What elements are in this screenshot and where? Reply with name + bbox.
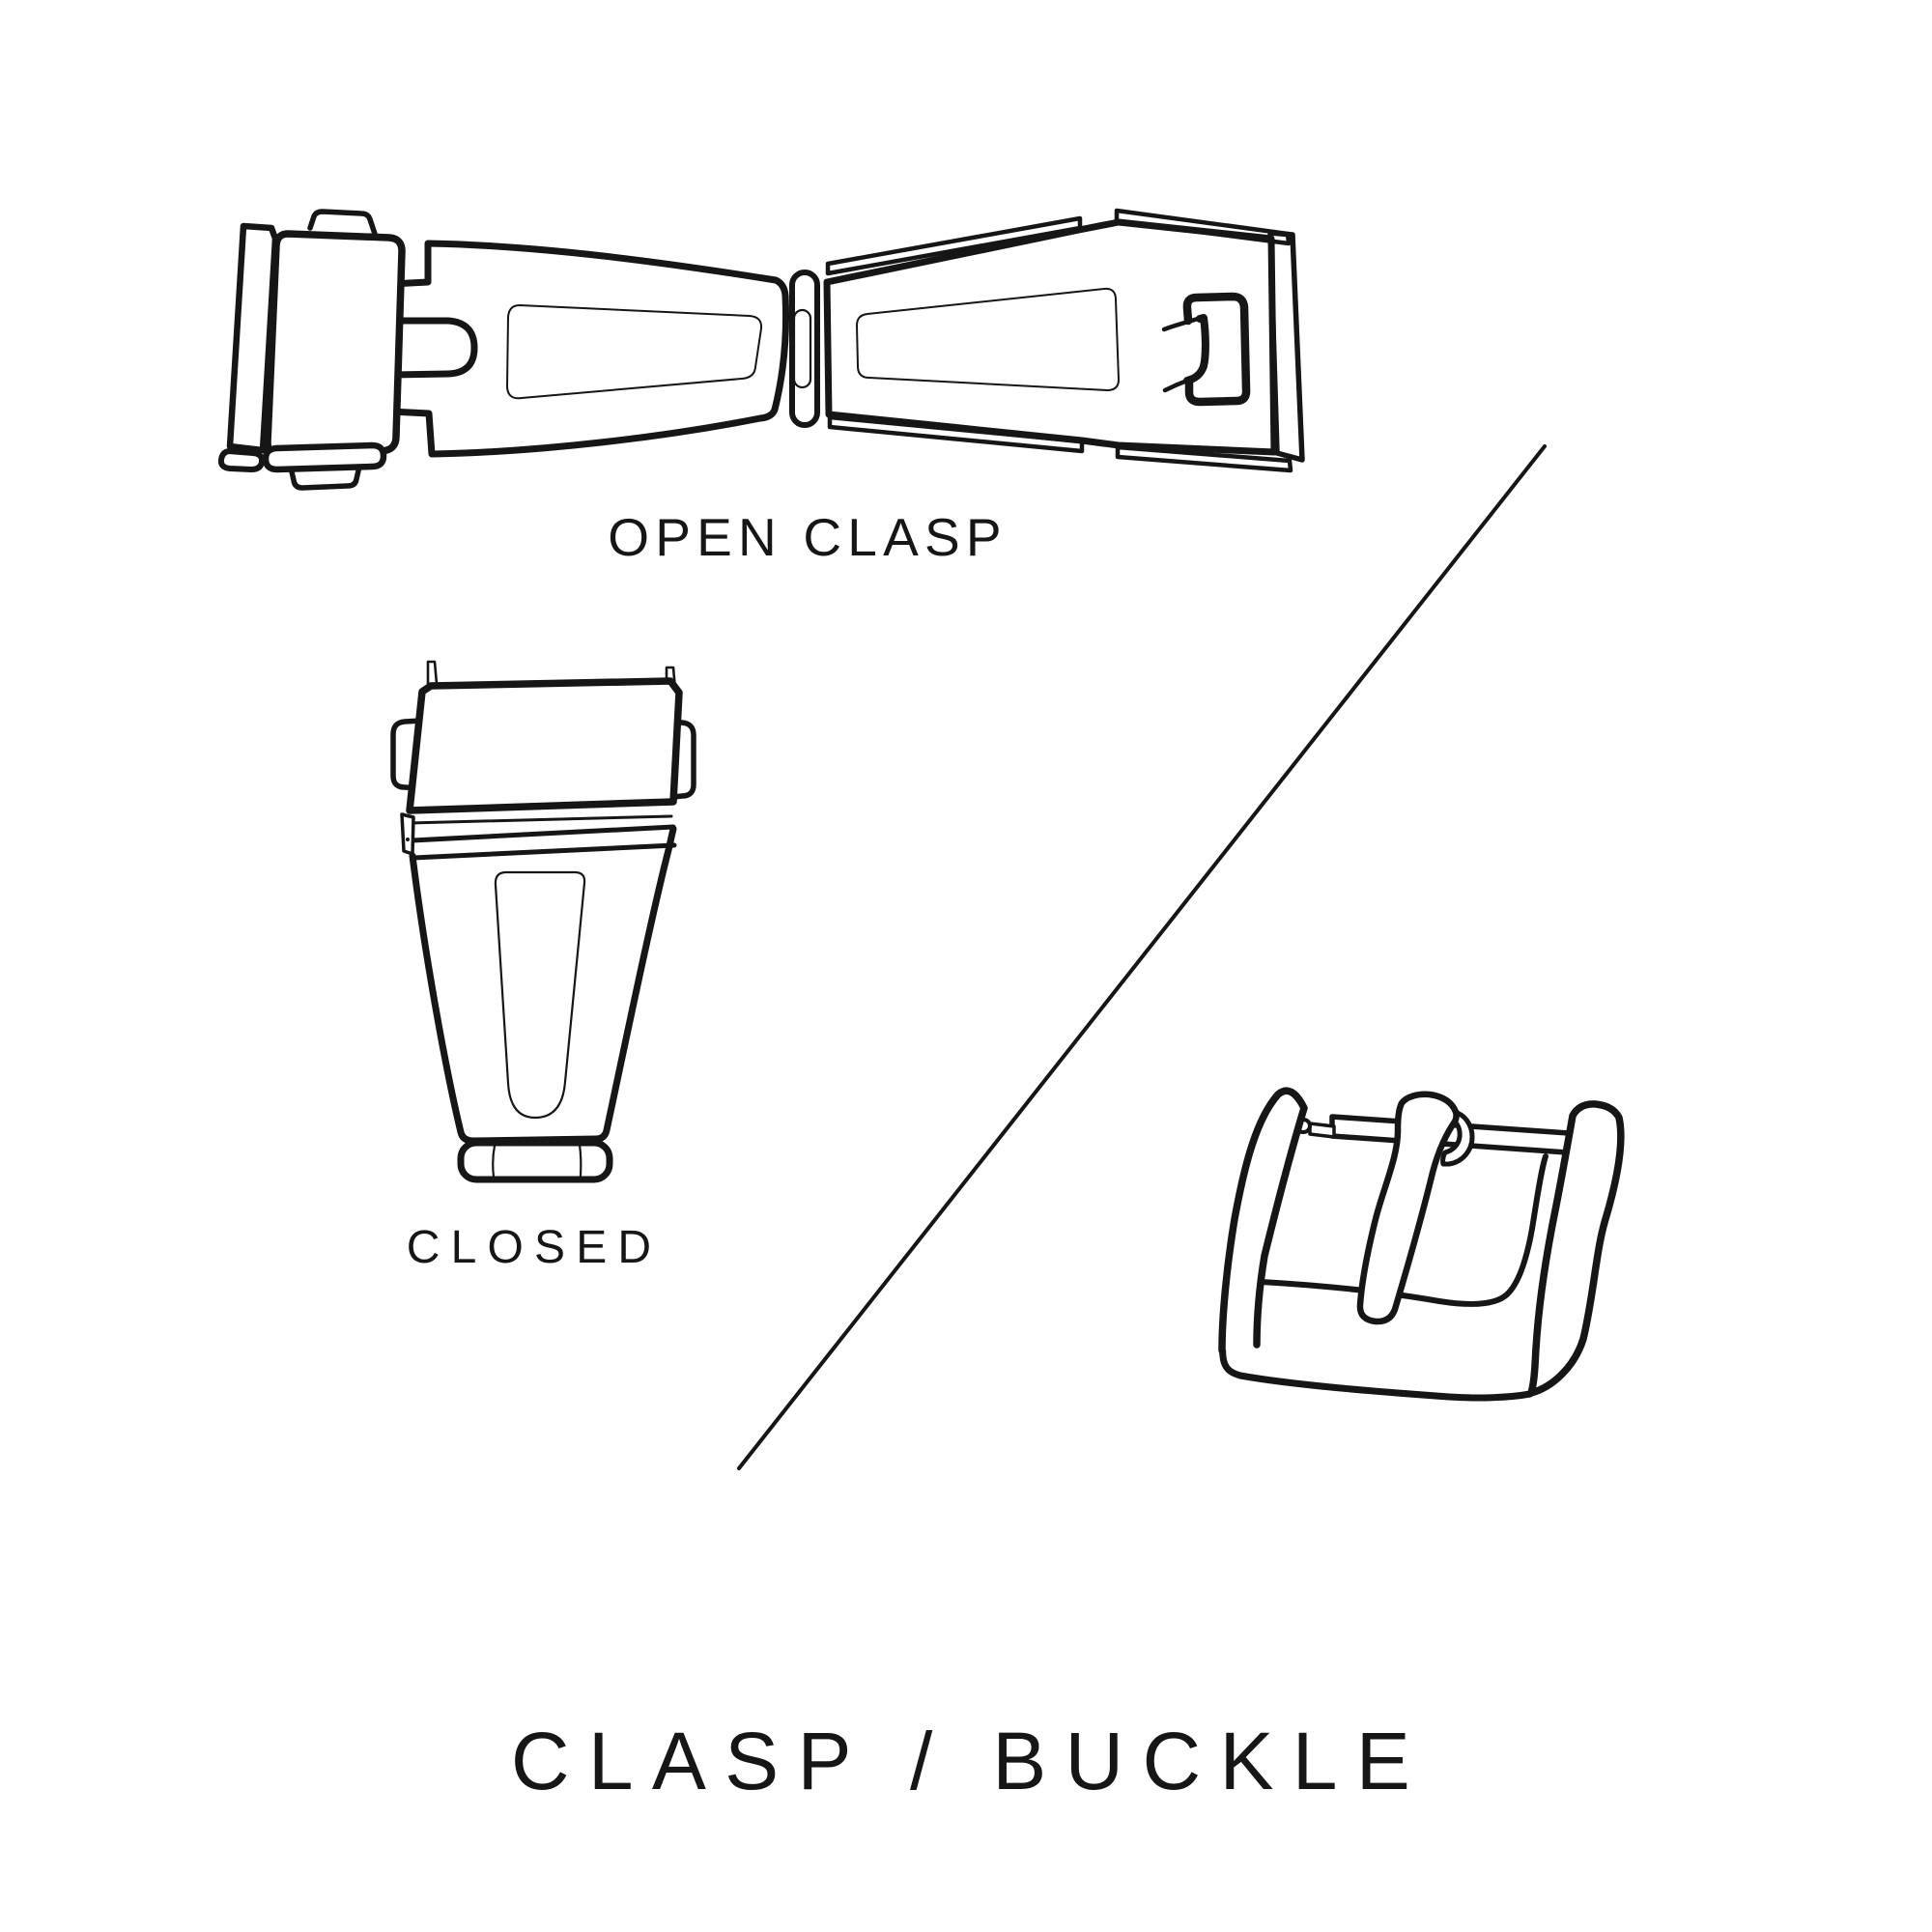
svg-text:CLASP / BUCKLE: CLASP / BUCKLE [511, 1716, 1429, 1806]
svg-text:OPEN CLASP: OPEN CLASP [608, 507, 1008, 567]
svg-text:CLOSED: CLOSED [407, 1222, 663, 1273]
